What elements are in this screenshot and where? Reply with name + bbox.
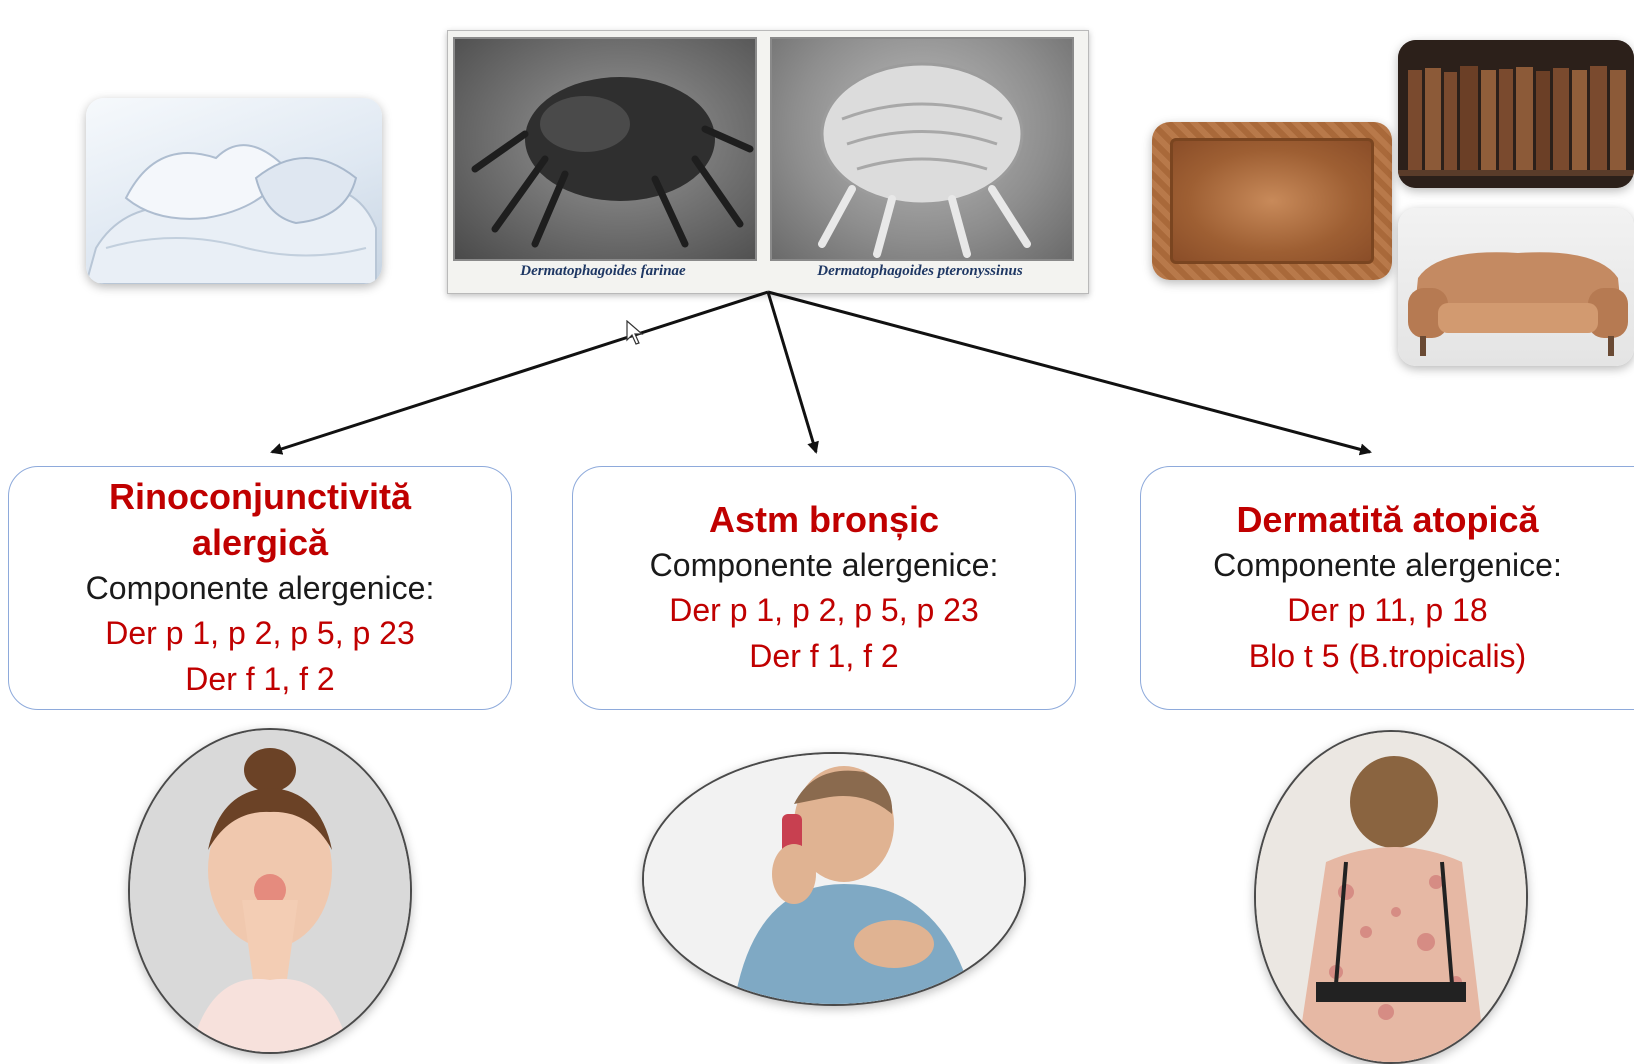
arrow-to-rhinoconjunctivitis [272,292,768,452]
sneezing-woman-drawing [130,730,410,1052]
arrow-to-dermatitis [768,292,1370,452]
mite-farinae-drawing [455,39,755,259]
mite-pteronyssinus-drawing [772,39,1072,259]
eczema-back-photo [1254,730,1528,1064]
sofa-drawing [1398,208,1634,366]
inhaler-man-photo [642,752,1026,1006]
carpet-photo [1152,122,1392,280]
sneezing-woman-photo [128,728,412,1054]
allergen-line: Der p 1, p 2, p 5, p 23 [105,610,415,656]
eczema-back-drawing [1256,732,1526,1062]
condition-box-asthma: Astm bronșic Componente alergenice: Der … [572,466,1076,710]
books-photo [1398,40,1634,188]
condition-box-rhinoconjunctivitis: Rinoconjunctivită alergică Componente al… [8,466,512,710]
allergen-line: Blo t 5 (B.tropicalis) [1249,633,1526,679]
components-label: Componente alergenice: [650,543,999,587]
sofa-photo [1398,208,1634,366]
allergen-line: Der p 1, p 2, p 5, p 23 [669,587,979,633]
allergen-line: Der f 1, f 2 [185,656,334,702]
mouse-cursor-icon [626,320,644,346]
dust-mite-photo-farinae [453,37,757,261]
condition-title: Rinoconjunctivită alergică [70,474,450,566]
components-label: Componente alergenice: [86,566,435,610]
allergen-line: Der f 1, f 2 [749,633,898,679]
condition-title: Astm bronșic [709,497,939,543]
pillows-photo [86,98,382,284]
inhaler-man-drawing [644,754,1024,1004]
carpet-pattern [1170,138,1374,264]
condition-box-atopic-dermatitis: Dermatită atopică Componente alergenice:… [1140,466,1634,710]
dust-mite-photo-pteronyssinus [770,37,1074,261]
allergen-line: Der p 11, p 18 [1287,587,1487,633]
pillows-drawing [86,98,382,284]
mite-caption-farinae: Dermatophagoides farinae [453,263,753,280]
dust-mite-figure: Dermatophagoides farinae Dermatophagoide… [447,30,1089,294]
mite-caption-pteronyssinus: Dermatophagoides pteronyssinus [770,263,1070,280]
components-label: Componente alergenice: [1213,543,1562,587]
books-drawing [1398,40,1634,188]
condition-title: Dermatită atopică [1236,497,1538,543]
arrow-to-asthma [768,292,816,452]
